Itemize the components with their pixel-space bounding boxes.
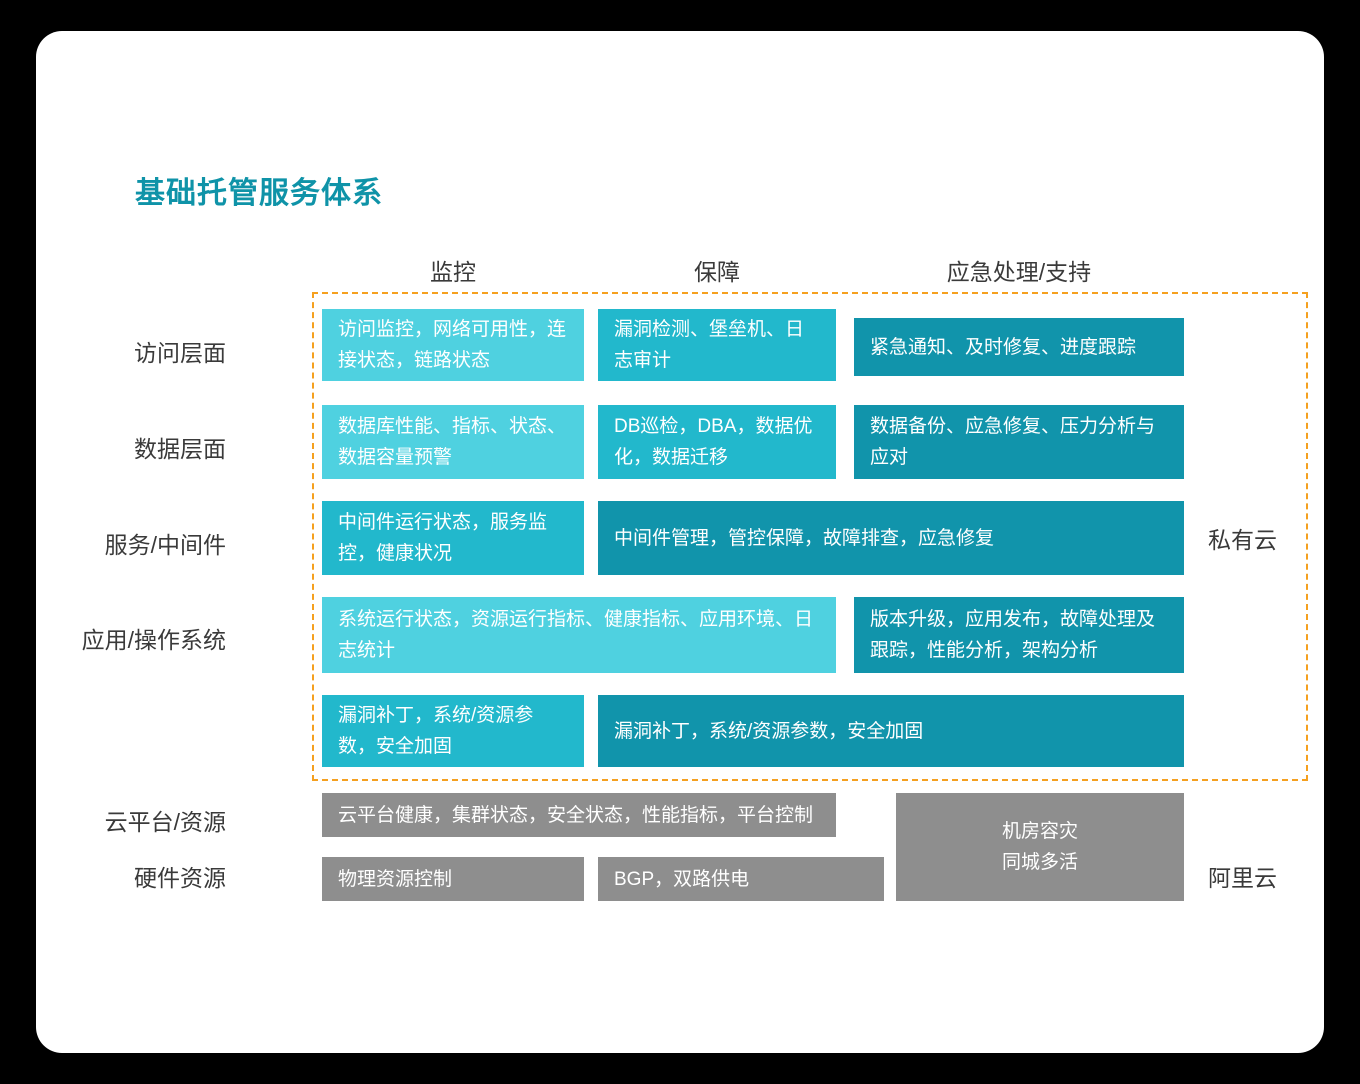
cell-cloud-platform: 云平台健康，集群状态，安全状态，性能指标，平台控制 — [322, 793, 836, 837]
cell-access-emergency: 紧急通知、及时修复、进度跟踪 — [854, 318, 1184, 376]
cell-access-monitoring: 访问监控，网络可用性，连接状态，链路状态 — [322, 309, 584, 381]
row-label-application-os: 应用/操作系统 — [81, 627, 226, 653]
cell-middleware-assurance-emergency: 中间件管理，管控保障，故障排查，应急修复 — [598, 501, 1184, 575]
cell-datacenter-disaster-recovery: 机房容灾 同城多活 — [896, 793, 1184, 901]
column-header-monitoring: 监控 — [430, 259, 476, 285]
row-label-service-middleware: 服务/中间件 — [104, 532, 226, 558]
row-label-cloud-platform-resource: 云平台/资源 — [104, 809, 226, 835]
cell-access-assurance: 漏洞检测、堡垒机、日志审计 — [598, 309, 836, 381]
cell-application-emergency: 版本升级，应用发布，故障处理及跟踪，性能分析，架构分析 — [854, 597, 1184, 673]
row-label-data-layer: 数据层面 — [134, 436, 226, 462]
side-label-private-cloud: 私有云 — [1208, 527, 1277, 553]
cell-data-monitoring: 数据库性能、指标、状态、数据容量预警 — [322, 405, 584, 479]
cell-data-emergency: 数据备份、应急修复、压力分析与应对 — [854, 405, 1184, 479]
cell-physical-resource-control: 物理资源控制 — [322, 857, 584, 901]
private-cloud-scope-outline — [312, 292, 1308, 781]
cell-security-monitoring: 漏洞补丁，系统/资源参数，安全加固 — [322, 695, 584, 767]
row-label-hardware-resource: 硬件资源 — [134, 865, 226, 891]
cell-security-assurance-emergency: 漏洞补丁，系统/资源参数，安全加固 — [598, 695, 1184, 767]
column-header-emergency: 应急处理/支持 — [946, 259, 1092, 285]
cell-bgp-power: BGP，双路供电 — [598, 857, 884, 901]
column-header-assurance: 保障 — [694, 259, 740, 285]
row-label-access-layer: 访问层面 — [134, 340, 226, 366]
cell-application-monitoring-assurance: 系统运行状态，资源运行指标、健康指标、应用环境、日志统计 — [322, 597, 836, 673]
cell-data-assurance: DB巡检，DBA，数据优化，数据迁移 — [598, 405, 836, 479]
cell-middleware-monitoring: 中间件运行状态，服务监控，健康状况 — [322, 501, 584, 575]
diagram-card: 基础托管服务体系 监控 保障 应急处理/支持 访问层面 数据层面 服务/中间件 … — [36, 31, 1324, 1053]
side-label-ali-cloud: 阿里云 — [1208, 865, 1277, 891]
page-title: 基础托管服务体系 — [135, 177, 383, 210]
